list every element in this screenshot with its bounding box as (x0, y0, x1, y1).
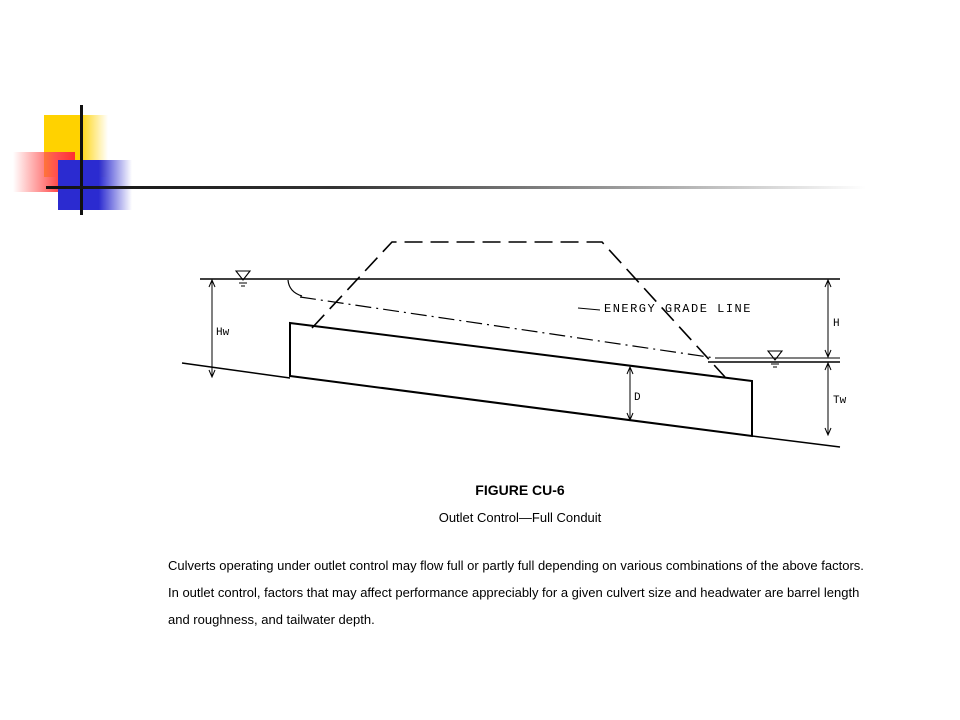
embankment-outline (311, 241, 726, 378)
hw-arrow-bottom (208, 369, 216, 379)
d-label: D (634, 392, 641, 404)
hw-label: Hw (216, 327, 230, 339)
energy-grade-line (299, 296, 716, 359)
culvert-outlet-control-diagram: Hw H D Tw ENERGY GRADE LINE (181, 241, 847, 448)
tw-label: Tw (833, 395, 847, 407)
blue-square-decoration (58, 160, 132, 210)
headwater-symbol (234, 270, 252, 281)
d-arrow-bottom (626, 412, 634, 422)
tailwater-symbol (766, 350, 784, 361)
upstream-ground (181, 362, 291, 379)
egl-leader (577, 307, 601, 311)
downstream-ground (751, 435, 841, 448)
vertical-rule (80, 105, 83, 215)
entrance-drawdown (287, 279, 303, 297)
horizontal-rule (46, 186, 866, 189)
h-arrow-bottom (824, 349, 832, 359)
body-paragraph: Culverts operating under outlet control … (168, 558, 864, 627)
culvert-barrel (289, 321, 753, 438)
h-arrow-top (824, 278, 832, 288)
hw-arrow-top (208, 278, 216, 288)
figure-subtitle: Outlet Control—Full Conduit (438, 510, 602, 525)
tw-arrow-bottom (824, 427, 832, 437)
d-arrow-top (626, 365, 634, 375)
energy-grade-line-label: ENERGY GRADE LINE (604, 302, 752, 316)
tw-arrow-top (824, 361, 832, 371)
figure-title: FIGURE CU-6 (475, 482, 565, 498)
h-label: H (833, 318, 840, 330)
